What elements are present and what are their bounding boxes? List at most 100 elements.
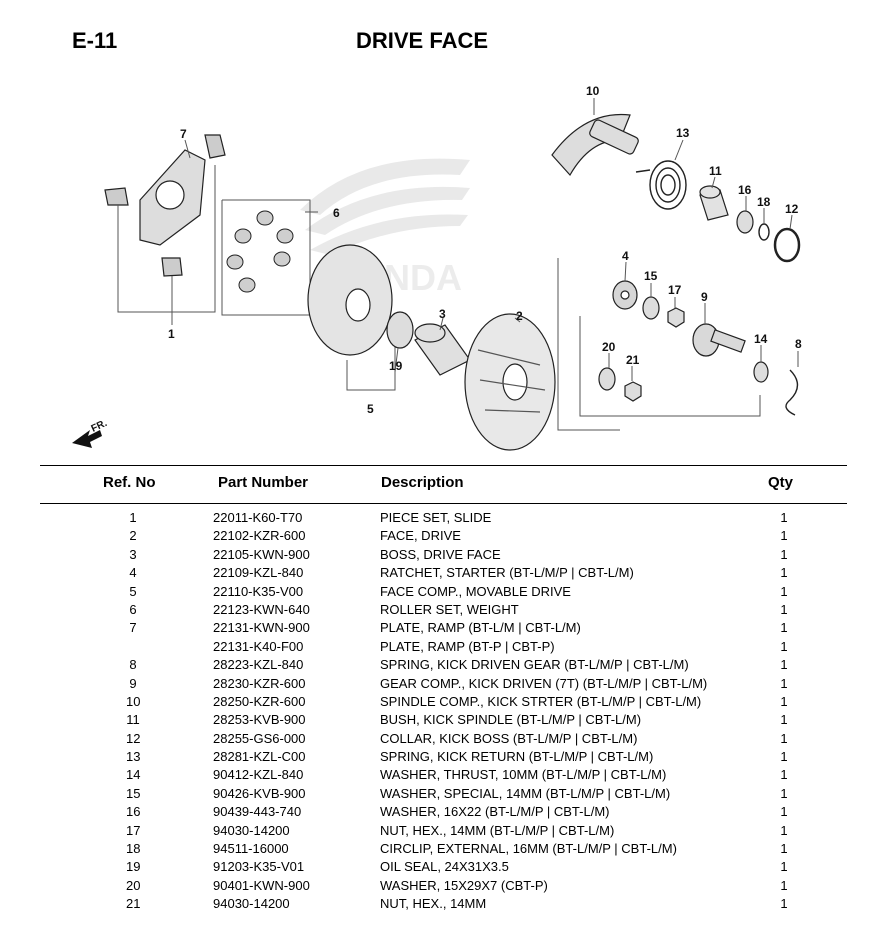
qty-cell: 1 (780, 620, 788, 636)
description-cell: NUT, HEX., 14MM (BT-L/M/P | CBT-L/M) (380, 822, 615, 838)
ref-cell: 10 (126, 693, 141, 709)
description-cell: FACE COMP., MOVABLE DRIVE (380, 583, 571, 599)
part-number-cell: 90439-443-740 (213, 804, 302, 820)
part-number-cell: 28253-KVB-900 (213, 712, 306, 728)
part-number-cell: 22110-K35-V00 (213, 583, 304, 599)
ref-cell: 19 (126, 859, 141, 875)
part-number-cell: 22131-KWN-900 (213, 620, 310, 636)
collar-12-part (773, 227, 801, 263)
description-cell: PLATE, RAMP (BT-L/M | CBT-L/M) (380, 620, 581, 636)
kick-spindle-bush-part (699, 185, 729, 221)
nut-17-part (667, 307, 685, 328)
callout-8: 8 (795, 337, 802, 351)
qty-cell: 1 (780, 693, 788, 709)
callout-13: 13 (676, 126, 690, 140)
drive-face-boss-part (414, 323, 471, 376)
callout-12: 12 (785, 202, 799, 216)
ref-cell: 6 (129, 601, 137, 617)
qty-cell: 1 (780, 510, 788, 525)
callout-20: 20 (602, 340, 616, 354)
ref-cell: 1 (129, 510, 137, 525)
part-number-cell: 22011-K60-T70 (213, 510, 303, 525)
table-row: 15 90426-KVB-900 WASHER, SPECIAL, 14MM (BT… (0, 785, 893, 803)
qty-cell: 1 (780, 841, 788, 857)
circlip-18-part (758, 223, 770, 241)
callout-14: 14 (754, 332, 768, 346)
part-number-cell: 90426-KVB-900 (213, 785, 306, 801)
description-cell: PLATE, RAMP (BT-P | CBT-P) (380, 638, 555, 654)
callout-6: 6 (333, 206, 340, 220)
description-cell: SPRING, KICK RETURN (BT-L/M/P | CBT-L/M) (380, 749, 654, 765)
kick-spindle-part (551, 113, 639, 177)
header-description: Description (381, 474, 464, 491)
washer-20-part (598, 367, 616, 391)
qty-cell: 1 (780, 822, 788, 838)
description-cell: CIRCLIP, EXTERNAL, 16MM (BT-L/M/P | CBT-… (380, 841, 677, 857)
callout-21: 21 (626, 353, 640, 367)
description-cell: ROLLER SET, WEIGHT (380, 601, 519, 617)
direction-label: FR. (90, 418, 109, 435)
movable-drive-face-part (307, 244, 393, 356)
starter-ratchet-part (612, 280, 638, 310)
ref-cell: 17 (126, 822, 141, 838)
qty-cell: 1 (780, 657, 788, 673)
washer-16-part (736, 210, 754, 234)
part-number-cell: 90401-KWN-900 (213, 877, 310, 893)
description-cell: BOSS, DRIVE FACE (380, 546, 501, 562)
table-row: 9 28230-KZR-600 GEAR COMP., KICK DRIVEN (7… (0, 675, 893, 693)
callout-5: 5 (367, 402, 374, 416)
ref-cell: 4 (129, 565, 137, 581)
part-number-cell: 91203-K35-V01 (213, 859, 305, 875)
callout-9: 9 (701, 290, 708, 304)
kick-driven-gear-part (692, 323, 746, 357)
part-number-cell: 28281-KZL-C00 (213, 749, 306, 765)
table-row: 13 28281-KZL-C00 SPRING, KICK RETURN (BT-L… (0, 748, 893, 766)
description-cell: WASHER, THRUST, 10MM (BT-L/M/P | CBT-L/M… (380, 767, 667, 783)
description-cell: SPINDLE COMP., KICK STRTER (BT-L/M/P | C… (380, 693, 702, 709)
qty-cell: 1 (780, 528, 788, 544)
qty-cell: 1 (780, 859, 788, 875)
description-cell: GEAR COMP., KICK DRIVEN (7T) (BT-L/M/P |… (380, 675, 708, 691)
ref-cell: 9 (129, 675, 137, 691)
qty-cell: 1 (780, 712, 788, 728)
exploded-parts-diagram: HONDA (72, 84, 802, 451)
part-number-cell: 90412-KZL-840 (213, 767, 304, 783)
part-number-cell: 94030-14200 (213, 822, 290, 838)
table-top-rule (40, 465, 847, 466)
description-cell: WASHER, SPECIAL, 14MM (BT-L/M/P | CBT-L/… (380, 785, 671, 801)
ref-cell: 13 (126, 749, 141, 765)
qty-cell: 1 (780, 749, 788, 765)
part-number-cell: 22123-KWN-640 (213, 601, 310, 617)
qty-cell: 1 (780, 638, 788, 654)
part-number-cell: 22102-KZR-600 (213, 528, 306, 544)
ref-cell: 3 (129, 546, 137, 562)
table-row: 10 28250-KZR-600 SPINDLE COMP., KICK STRTE… (0, 693, 893, 711)
ramp-plate-part (104, 134, 226, 277)
part-number-cell: 94511-16000 (213, 841, 289, 857)
part-number-cell: 28250-KZR-600 (213, 693, 306, 709)
roller-weights-part (226, 210, 294, 293)
description-cell: COLLAR, KICK BOSS (BT-L/M/P | CBT-L/M) (380, 730, 638, 746)
qty-cell: 1 (780, 804, 788, 820)
callout-labels: 1 2 3 4 5 6 7 8 9 10 11 12 13 14 15 16 1… (168, 84, 802, 416)
kick-driven-spring-part (785, 369, 799, 416)
qty-cell: 1 (780, 896, 788, 912)
ref-cell: 15 (126, 785, 141, 801)
callout-16: 16 (738, 183, 752, 197)
ref-cell: 16 (126, 804, 141, 820)
header-qty: Qty (768, 474, 794, 491)
part-number-cell: 28230-KZR-600 (213, 675, 306, 691)
ref-cell: 8 (129, 657, 137, 673)
qty-cell: 1 (780, 583, 788, 599)
description-cell: RATCHET, STARTER (BT-L/M/P | CBT-L/M) (380, 565, 634, 581)
